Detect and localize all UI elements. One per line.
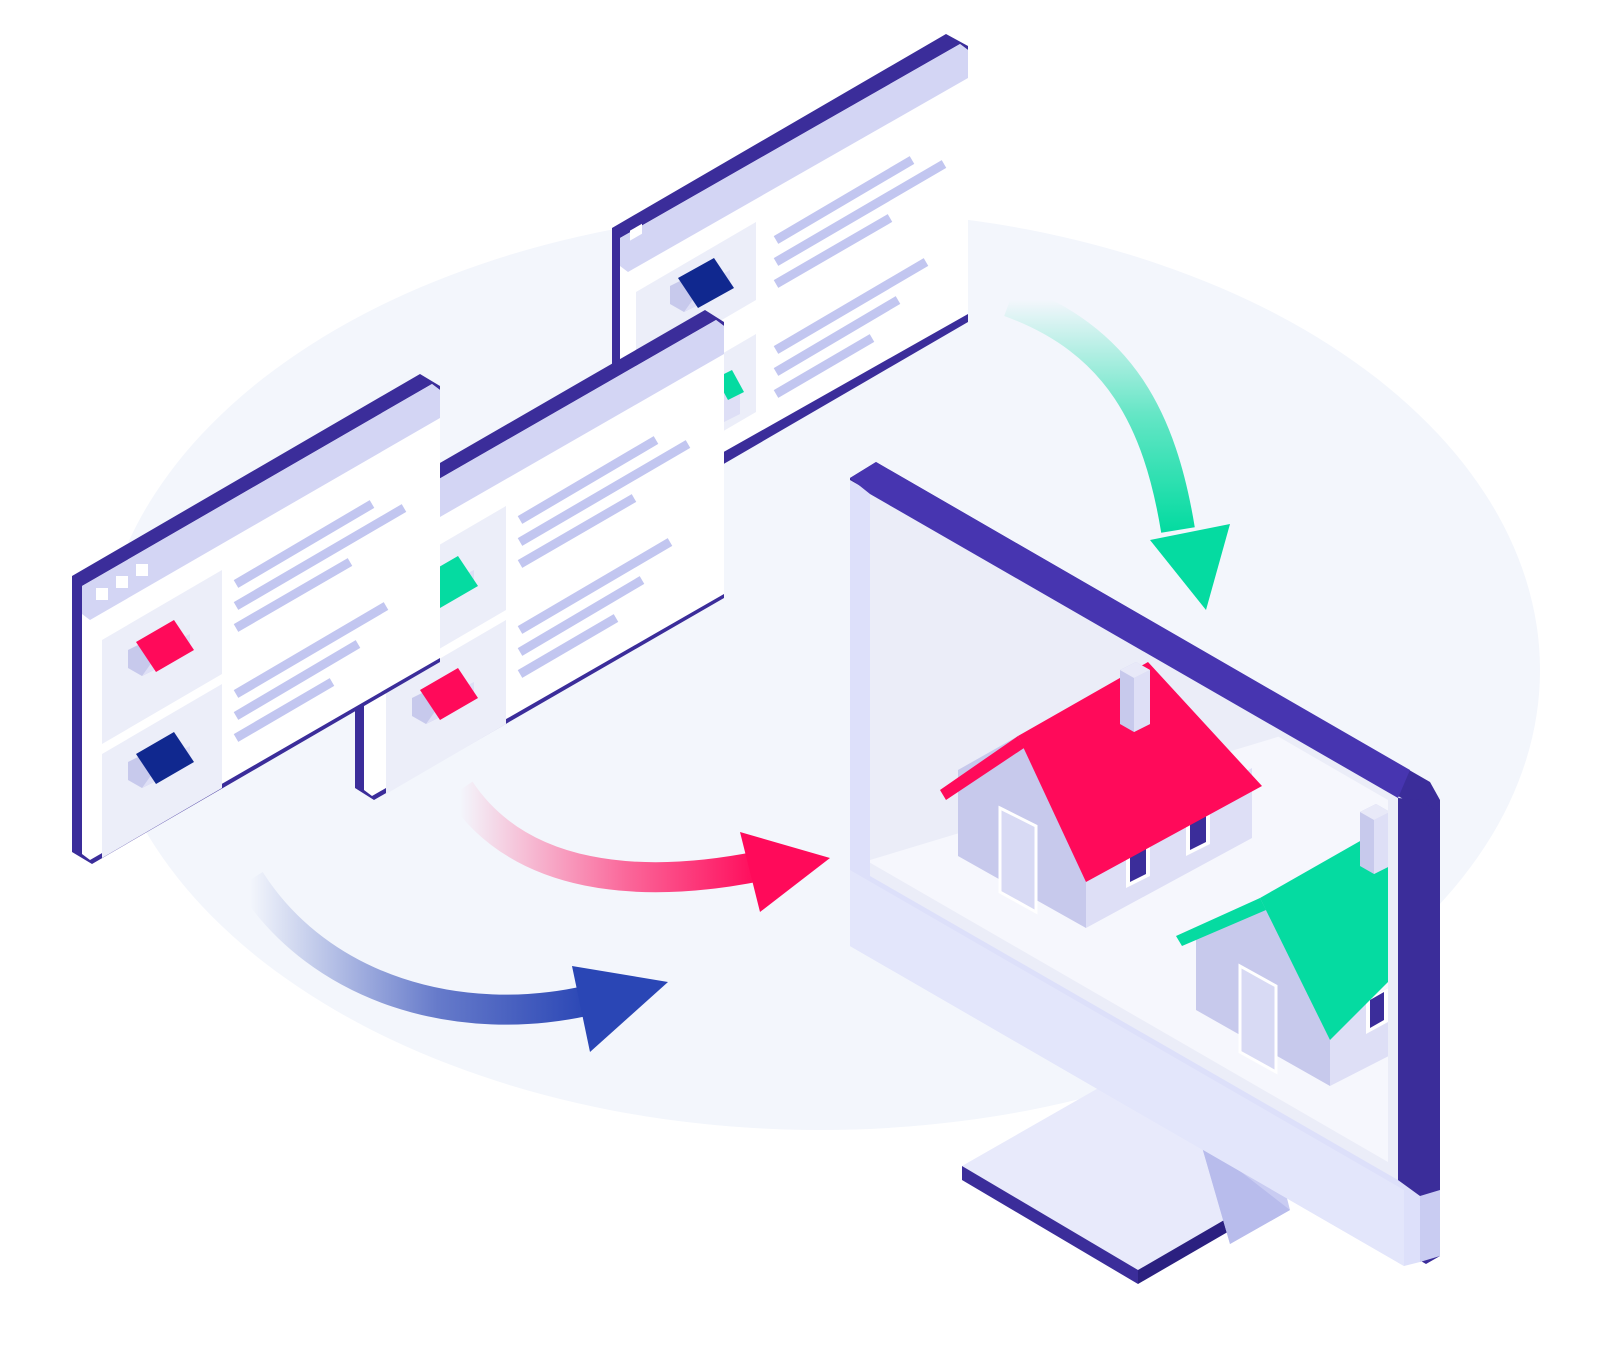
blue-arrow <box>237 871 668 1052</box>
navy-roof-house-icon <box>128 732 194 788</box>
window-dot-icon <box>136 564 148 576</box>
desktop-monitor <box>850 462 1440 1284</box>
red-roof-house-icon <box>412 668 478 724</box>
navy-roof-house-icon <box>670 258 734 312</box>
pink-arrow <box>447 781 830 912</box>
house-door <box>1238 963 1278 1075</box>
listing-text-lines <box>517 436 691 678</box>
browser-window-middle <box>355 310 724 800</box>
red-roof-house-large <box>940 662 1262 928</box>
house-roof-green <box>1260 824 1388 1040</box>
house-roof-red <box>1018 662 1262 882</box>
green-roof-house-large <box>1176 804 1388 1086</box>
house-chimney <box>1120 662 1150 732</box>
listing-text-lines <box>773 156 947 398</box>
listing-text-lines <box>233 500 407 742</box>
red-roof-house-icon <box>128 620 194 676</box>
window-dot-icon <box>630 223 642 241</box>
window-dot-icon <box>96 588 108 600</box>
window-dot-icon <box>116 576 128 588</box>
house-window <box>1366 988 1388 1034</box>
house-chimney <box>1360 804 1388 874</box>
green-arrow <box>1004 284 1230 610</box>
house-door <box>998 805 1038 915</box>
browser-window-left <box>72 374 440 864</box>
